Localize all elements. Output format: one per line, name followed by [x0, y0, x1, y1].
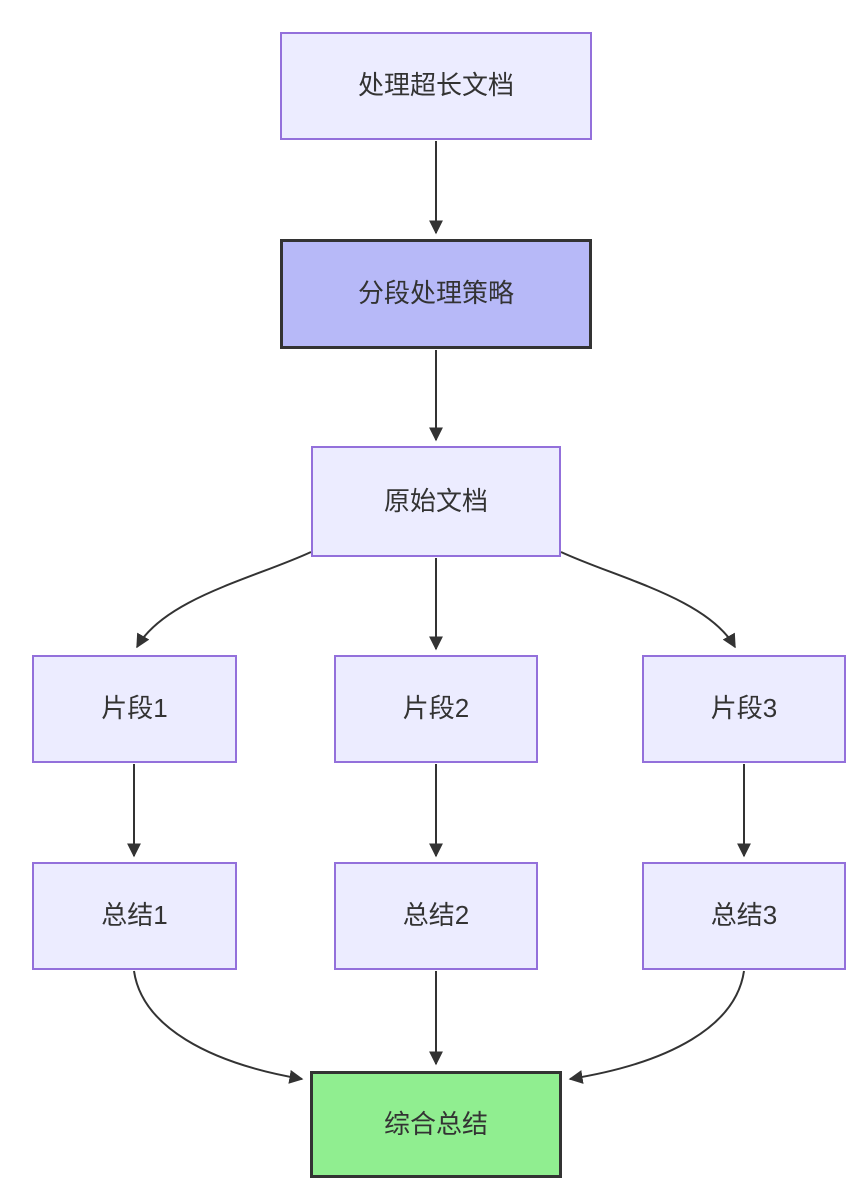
node-fragment-2-label: 片段2 [402, 693, 470, 724]
node-summary-2-label: 总结2 [402, 900, 470, 931]
node-summary-1: 总结1 [32, 862, 237, 970]
node-fragment-3-label: 片段3 [710, 693, 778, 724]
node-final-summary-label: 综合总结 [383, 1108, 488, 1139]
node-start-label: 处理超长文档 [357, 70, 514, 101]
node-fragment-1: 片段1 [32, 655, 237, 763]
node-strategy-label: 分段处理策略 [357, 278, 514, 309]
node-summary-2: 总结2 [334, 862, 538, 970]
edge-doc-frag1 [136, 551, 312, 649]
node-summary-3: 总结3 [642, 862, 846, 970]
node-original-document-label: 原始文档 [383, 485, 488, 516]
node-fragment-3: 片段3 [642, 655, 846, 763]
node-fragment-2: 片段2 [334, 655, 538, 763]
node-summary-1-label: 总结1 [101, 900, 168, 931]
edge-doc-frag3 [560, 551, 736, 649]
node-fragment-1-label: 片段1 [101, 693, 168, 724]
node-final-summary: 综合总结 [310, 1071, 562, 1178]
edge-sum3-final [568, 970, 745, 1084]
node-summary-3-label: 总结3 [710, 900, 778, 931]
node-original-document: 原始文档 [311, 446, 561, 557]
node-start: 处理超长文档 [280, 32, 592, 140]
edge-sum1-final [133, 970, 304, 1084]
node-strategy: 分段处理策略 [280, 239, 592, 349]
